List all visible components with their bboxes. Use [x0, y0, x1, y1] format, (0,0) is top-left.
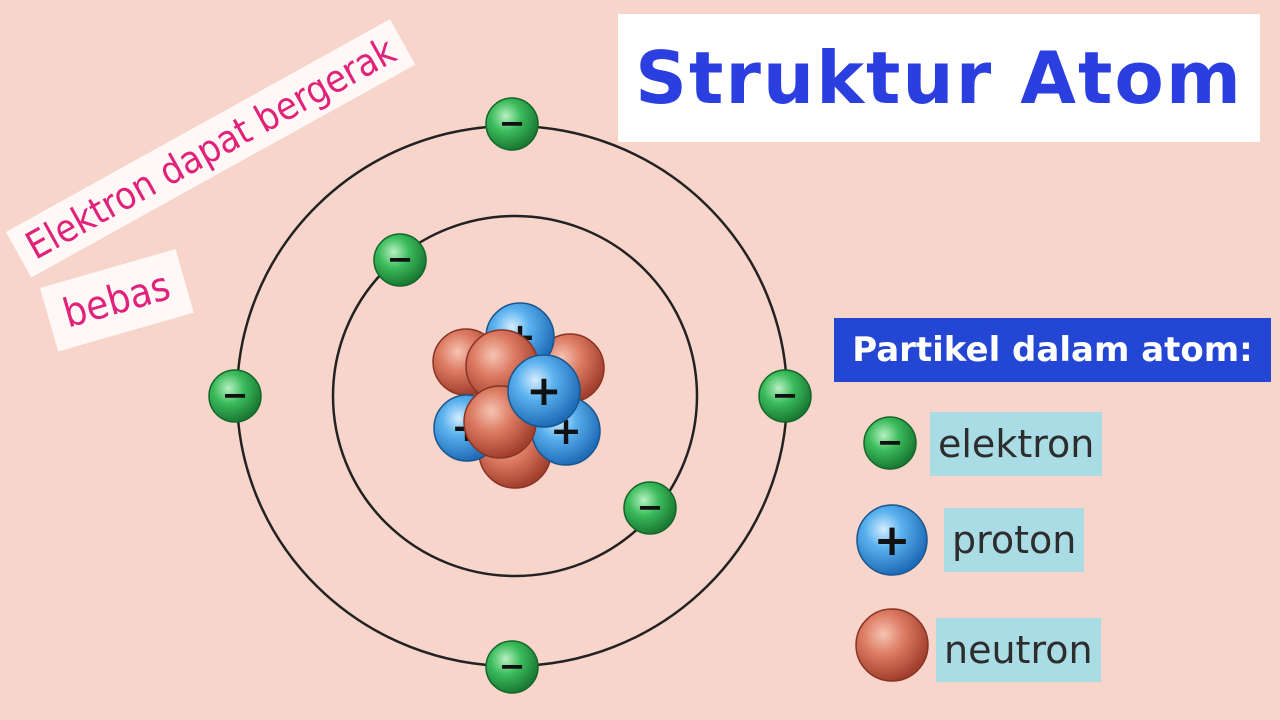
- minus-sign: −: [637, 488, 664, 526]
- legend-proton-symbol: +: [856, 504, 928, 576]
- legend-label-neutron: neutron: [936, 618, 1101, 682]
- electron: −: [208, 369, 262, 423]
- minus-sign: −: [499, 104, 526, 142]
- legend-label-electron: elektron: [930, 412, 1103, 476]
- electron: −: [623, 481, 677, 535]
- plus-sign: +: [874, 515, 911, 566]
- inner-orbit: [331, 214, 699, 578]
- minus-sign: −: [387, 240, 414, 278]
- minus-sign: −: [877, 423, 904, 461]
- minus-sign: −: [222, 376, 249, 414]
- proton: +: [507, 354, 581, 428]
- page-title: Struktur Atom: [635, 36, 1243, 120]
- minus-sign: −: [499, 647, 526, 685]
- legend-neutron-symbol: [855, 608, 929, 682]
- minus-sign: −: [772, 376, 799, 414]
- title-box: Struktur Atom: [618, 14, 1260, 142]
- electron: −: [485, 640, 539, 694]
- plus-sign: +: [526, 366, 561, 415]
- electron: −: [758, 369, 812, 423]
- electron: −: [373, 233, 427, 287]
- legend-label-proton: proton: [944, 508, 1085, 572]
- nucleus: + + + +: [432, 302, 605, 489]
- legend-header: Partikel dalam atom:: [834, 318, 1271, 382]
- electron: −: [485, 97, 539, 151]
- legend-electron-symbol: −: [863, 416, 917, 470]
